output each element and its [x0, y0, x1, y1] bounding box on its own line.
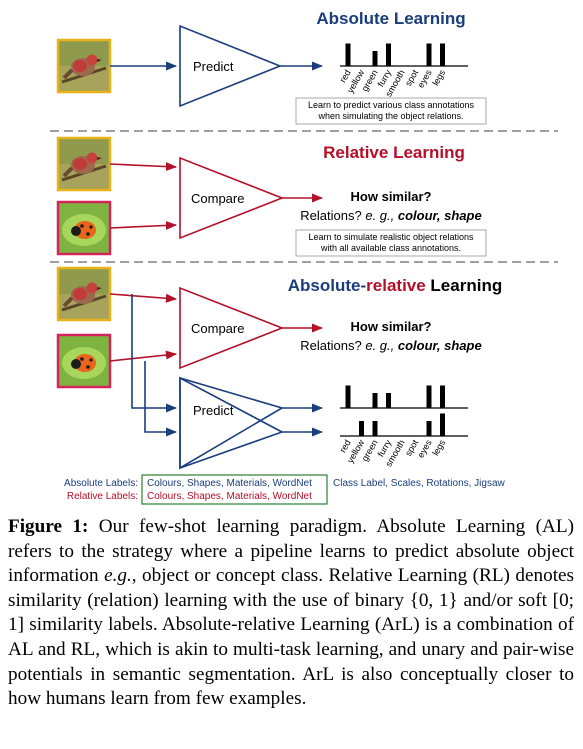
caption-text-2: , object or concept class. Relative Lear… [8, 565, 575, 710]
rl-note-line-2: with all available class annotations. [320, 243, 461, 253]
bar-arl-bars-top-2 [372, 393, 378, 408]
rl-relations: Relations? e. g., colour, shape [300, 208, 481, 223]
rl-ladybug-image [56, 200, 112, 256]
arl-relations: Relations? e. g., colour, shape [300, 338, 481, 353]
rl-input-arrow-2 [109, 220, 178, 230]
caption-text-1: Our few-shot learning paradigm. Absolute… [8, 516, 574, 587]
arl-predict-block-2 [179, 376, 284, 470]
legend-absolute-values: Colours, Shapes, Materials, WordNet [147, 478, 312, 489]
legend-extra-values: Class Label, Scales, Rotations, Jigsaw [333, 478, 506, 489]
legend-shared-box [141, 474, 328, 505]
rl-compare-label: Compare [191, 191, 244, 206]
al-predict-block [179, 24, 283, 108]
rl-note-box [295, 229, 487, 257]
bar-arl-bars-bottom-2 [372, 421, 378, 436]
bar-arl-bars-bottom-1 [359, 421, 364, 436]
rl-note-line-1: Learn to simulate realistic object relat… [308, 232, 474, 242]
al-bars [345, 43, 445, 66]
arl-predict-arrow-2 [144, 361, 178, 437]
arl-bars-top [345, 385, 445, 408]
bar-al-bars-3 [386, 43, 391, 66]
al-predict-label: Predict [193, 59, 234, 74]
arl-compare-arrow-1 [109, 293, 178, 303]
al-note-line-2: when simulating the object relations. [317, 111, 463, 121]
legend-relative-values: Colours, Shapes, Materials, WordNet [147, 491, 312, 502]
tick-label-eyes: eyes [416, 68, 434, 90]
arl-bars-bottom [359, 413, 445, 436]
tick-label-legs: legs [430, 438, 447, 458]
caption-figure-label: Figure 1: [8, 516, 89, 537]
rl-title: Relative Learning [323, 143, 465, 162]
bar-arl-bars-top-0 [345, 385, 351, 408]
al-note-line-1: Learn to predict various class annotatio… [308, 100, 475, 110]
bar-arl-bars-bottom-6 [426, 421, 432, 436]
arl-compare-label: Compare [191, 321, 244, 336]
arl-ladybug-image [56, 333, 112, 389]
legend-relative-label: Relative Labels: [67, 491, 138, 502]
tick-label-legs: legs [430, 68, 447, 88]
bar-al-bars-2 [372, 51, 378, 66]
rl-compare-block [179, 156, 285, 240]
arl-question: How similar? [351, 319, 432, 334]
bar-arl-bars-top-7 [440, 385, 445, 408]
legend-absolute-label: Absolute Labels: [64, 478, 138, 489]
bar-al-bars-6 [426, 43, 432, 66]
bar-arl-bars-bottom-7 [440, 413, 445, 436]
rl-bird-image [56, 136, 112, 192]
figure-caption: Figure 1: Our few-shot learning paradigm… [8, 515, 574, 712]
figure-diagram: Absolute Learning Predict redyellowgreen… [50, 9, 558, 505]
al-title: Absolute Learning [316, 9, 465, 28]
al-bird-image [56, 38, 112, 94]
arl-title: Absolute-relative Learning [288, 276, 502, 295]
bar-arl-bars-top-6 [426, 385, 432, 408]
arl-bird-image [56, 266, 112, 322]
rl-input-arrow-1 [109, 162, 178, 172]
arl-compare-block [179, 286, 285, 370]
rl-question: How similar? [351, 189, 432, 204]
arl-compare-arrow-2 [109, 350, 178, 362]
bar-al-bars-7 [440, 43, 445, 66]
al-note-box [295, 97, 487, 125]
caption-eg: e.g. [104, 565, 132, 587]
arl-predict-label: Predict [193, 403, 234, 418]
arl-predict-arrow-1 [131, 294, 178, 413]
tick-label-eyes: eyes [416, 438, 434, 460]
bar-arl-bars-top-3 [386, 393, 391, 408]
bar-al-bars-0 [345, 43, 351, 66]
